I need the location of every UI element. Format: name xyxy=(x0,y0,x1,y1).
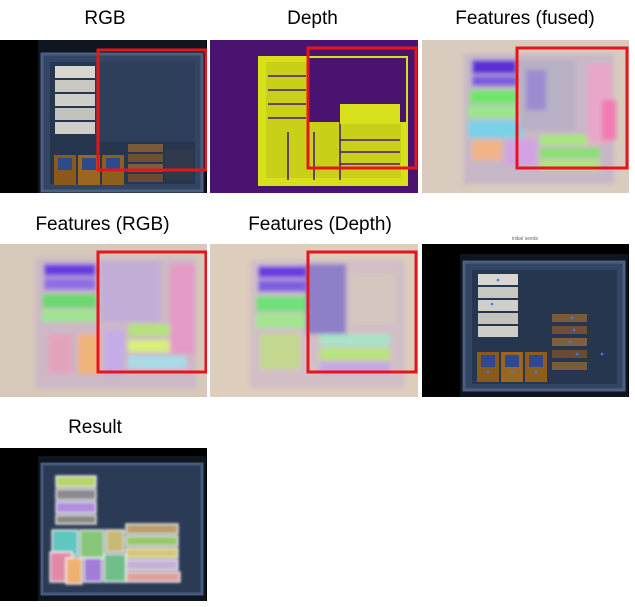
caption-rgb: RGB xyxy=(84,8,126,29)
caption-features-fused: Features (fused) xyxy=(455,8,595,29)
highlight-box xyxy=(96,250,207,374)
features-depth-image xyxy=(210,244,418,397)
initial-seeds-image xyxy=(422,244,629,397)
features-fused-image xyxy=(422,40,629,193)
caption-initial-seeds: initial seeds xyxy=(511,236,539,242)
features-rgb-image xyxy=(0,244,207,397)
highlight-box xyxy=(515,46,629,170)
rgb-image xyxy=(0,40,207,193)
result-image xyxy=(0,448,207,601)
caption-depth: Depth xyxy=(287,8,338,29)
caption-features-rgb: Features (RGB) xyxy=(35,214,170,235)
rgb-boxes xyxy=(54,66,193,185)
caption-result: Result xyxy=(68,417,122,438)
caption-features-depth: Features (Depth) xyxy=(248,214,392,235)
depth-image xyxy=(210,40,418,193)
highlight-box xyxy=(306,46,418,170)
highlight-box xyxy=(96,48,207,172)
highlight-box xyxy=(306,250,418,374)
